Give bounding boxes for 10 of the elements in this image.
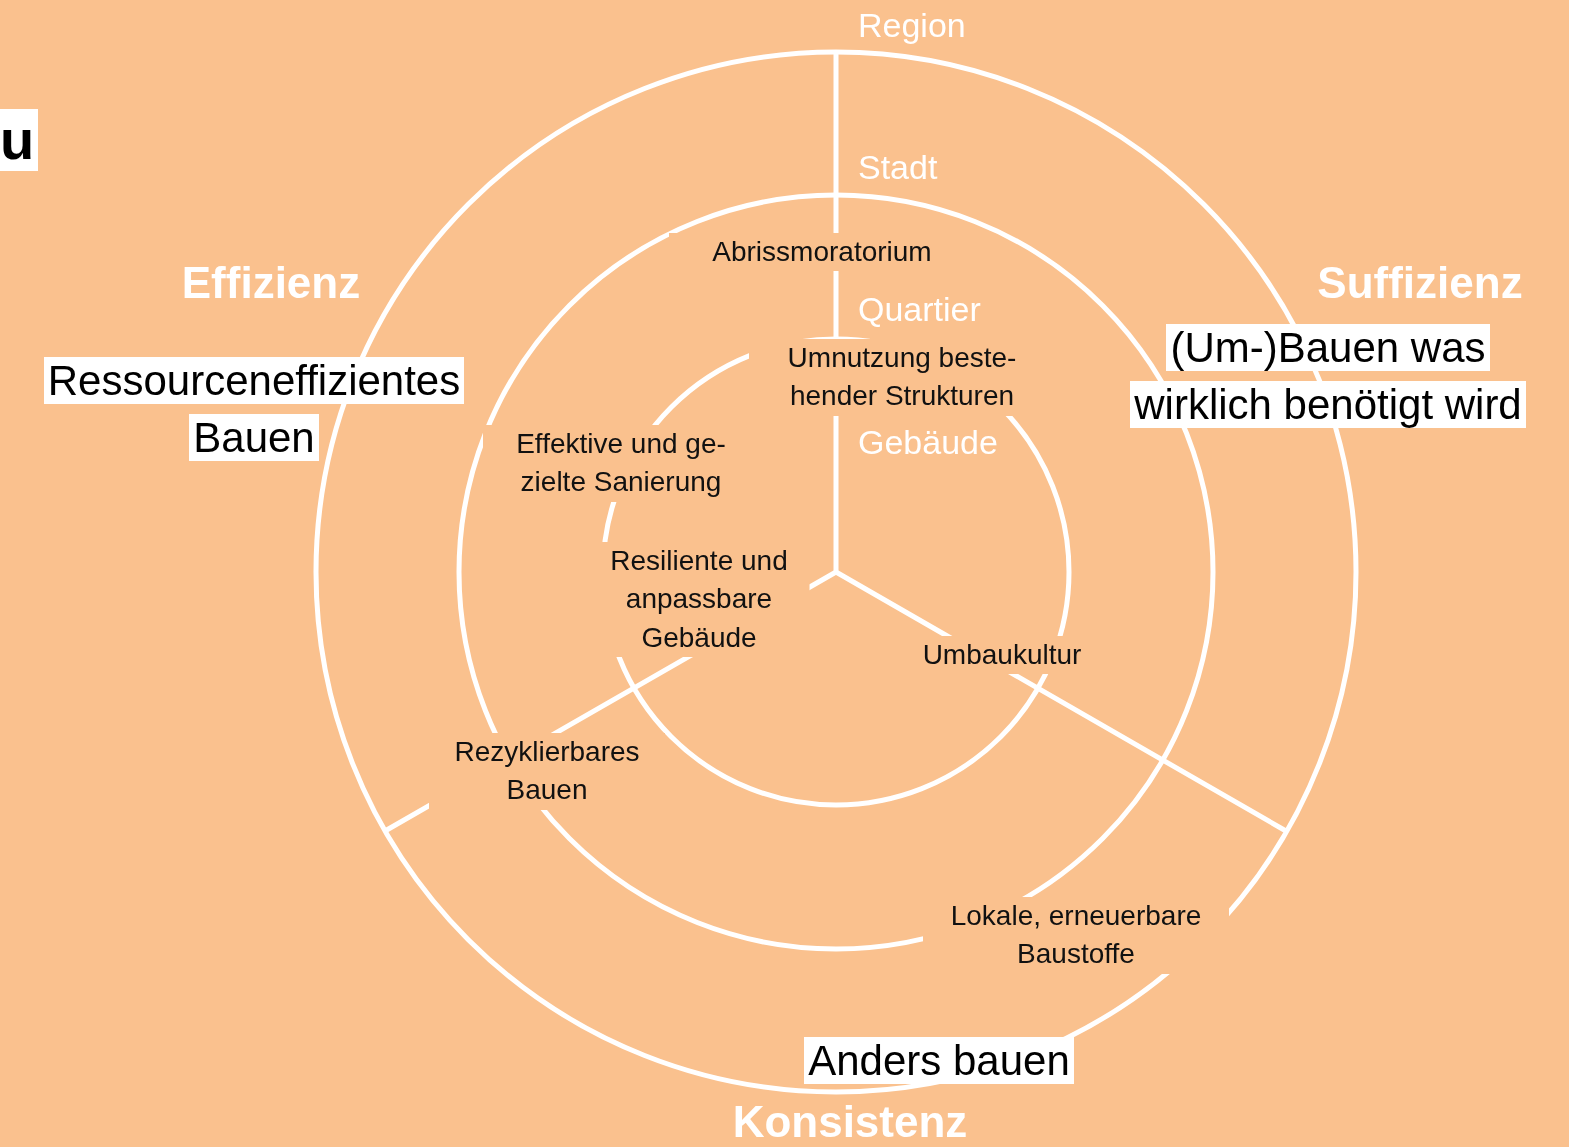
sector-label: Effizienz (180, 258, 362, 308)
strategy-label: Rezyklierbares Bauen (429, 732, 665, 810)
sector-label: Suffizienz (1316, 258, 1524, 308)
cut-off-heading: u (0, 109, 39, 171)
sector-label: Konsistenz (731, 1097, 969, 1147)
strategy-label: Lokale, erneuerbare Baustoffe (923, 896, 1229, 974)
ring-label: Region (858, 5, 966, 45)
ring-label: Gebäude (858, 422, 998, 462)
ring-label: Stadt (858, 147, 938, 187)
ring-label: Quartier (858, 289, 981, 329)
